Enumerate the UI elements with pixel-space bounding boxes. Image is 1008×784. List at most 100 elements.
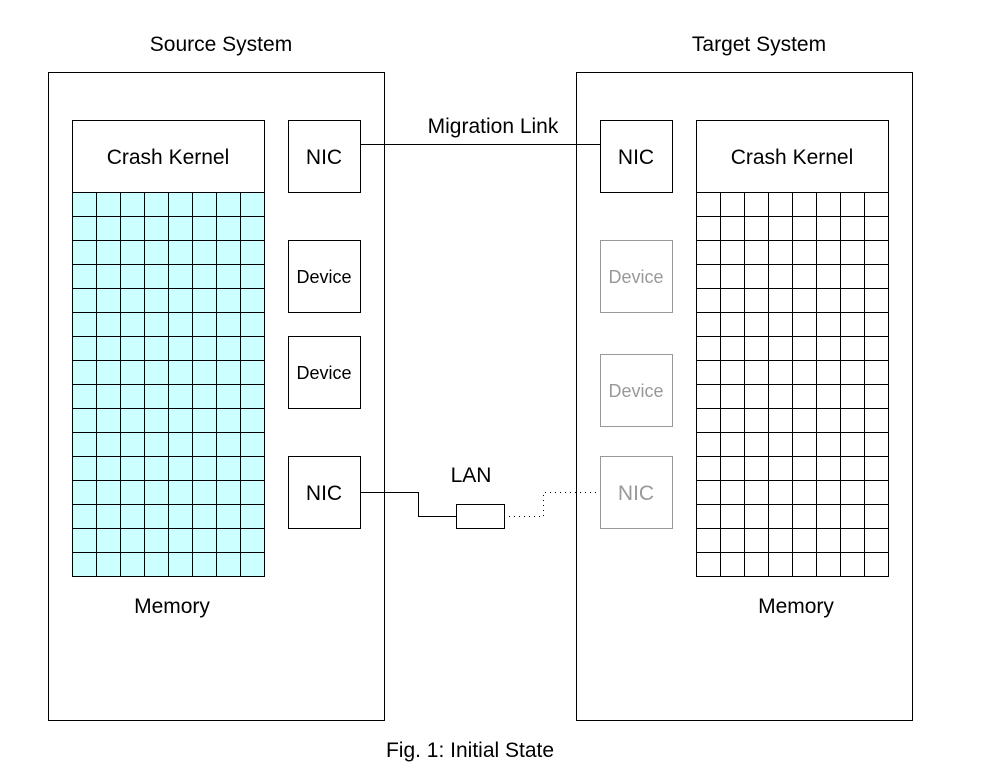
target-memory-page	[864, 288, 889, 313]
target-memory-page	[744, 528, 769, 553]
source-memory-page	[96, 240, 121, 265]
source-memory-page	[120, 336, 145, 361]
target-memory-page	[840, 504, 865, 529]
source-memory-page	[96, 504, 121, 529]
target-memory-page	[816, 192, 841, 217]
source-device-1	[288, 240, 361, 313]
source-memory-page	[240, 528, 265, 553]
source-memory-page	[120, 480, 145, 505]
target-memory-page	[768, 384, 793, 409]
target-memory-page	[840, 480, 865, 505]
source-memory-page	[144, 288, 169, 313]
target-memory-page	[864, 264, 889, 289]
target-memory-page	[840, 432, 865, 457]
target-memory-page	[864, 192, 889, 217]
target-memory-page	[864, 504, 889, 529]
source-memory-page	[240, 312, 265, 337]
target-memory-page	[768, 432, 793, 457]
source-memory-page	[72, 312, 97, 337]
source-memory-page	[168, 192, 193, 217]
target-memory-page	[768, 216, 793, 241]
target-memory-page	[864, 216, 889, 241]
target-memory-page	[840, 264, 865, 289]
source-crash-kernel-box	[72, 120, 265, 193]
target-nic-bottom-label: NIC	[618, 482, 654, 505]
source-memory-page	[168, 216, 193, 241]
source-memory-page	[168, 288, 193, 313]
target-memory-page	[768, 408, 793, 433]
target-memory-page	[768, 504, 793, 529]
source-memory-page	[96, 192, 121, 217]
source-memory-page	[72, 552, 97, 577]
target-device-2-label: Device	[608, 381, 663, 401]
source-memory-page	[168, 408, 193, 433]
source-memory-page	[72, 192, 97, 217]
source-memory-page	[144, 240, 169, 265]
source-memory-page	[168, 312, 193, 337]
target-memory-label: Memory	[758, 595, 834, 618]
target-memory-page	[840, 408, 865, 433]
source-memory-page	[168, 480, 193, 505]
target-memory-page	[840, 456, 865, 481]
source-memory-page	[192, 384, 217, 409]
source-memory-page	[120, 216, 145, 241]
source-memory-page	[168, 384, 193, 409]
source-memory-page	[144, 216, 169, 241]
target-memory-page	[792, 216, 817, 241]
target-memory-page	[744, 480, 769, 505]
source-memory-page	[192, 552, 217, 577]
source-memory-page	[240, 216, 265, 241]
target-memory-page	[816, 240, 841, 265]
source-memory-page	[240, 192, 265, 217]
target-memory-page	[768, 552, 793, 577]
target-memory-page	[720, 360, 745, 385]
source-memory-page	[120, 312, 145, 337]
source-memory-page	[96, 456, 121, 481]
target-memory-page	[720, 552, 745, 577]
source-memory-page	[216, 432, 241, 457]
target-memory-page	[840, 192, 865, 217]
source-memory-page	[240, 360, 265, 385]
lan-switch	[456, 504, 505, 529]
target-memory-page	[720, 504, 745, 529]
source-memory-page	[96, 264, 121, 289]
source-memory-page	[240, 336, 265, 361]
source-memory-page	[216, 264, 241, 289]
source-memory-page	[168, 456, 193, 481]
target-memory-page	[696, 360, 721, 385]
source-memory-page	[144, 192, 169, 217]
target-memory-page	[720, 480, 745, 505]
source-system-box	[48, 72, 385, 721]
source-memory-page	[192, 360, 217, 385]
source-memory-page	[96, 552, 121, 577]
source-memory-page	[240, 432, 265, 457]
target-memory-page	[816, 432, 841, 457]
target-memory-page	[864, 552, 889, 577]
source-memory-page	[192, 336, 217, 361]
target-memory-page	[744, 456, 769, 481]
source-memory-page	[96, 216, 121, 241]
target-memory-page	[720, 312, 745, 337]
source-memory-page	[168, 360, 193, 385]
target-crash-kernel-label: Crash Kernel	[731, 146, 854, 169]
source-memory-page	[72, 408, 97, 433]
target-memory-page	[792, 192, 817, 217]
target-memory-page	[744, 432, 769, 457]
target-memory-page	[720, 240, 745, 265]
target-system-title: Target System	[692, 33, 826, 56]
target-nic-top-label: NIC	[618, 146, 654, 169]
source-memory-page	[216, 480, 241, 505]
source-memory-page	[120, 360, 145, 385]
source-memory-page	[120, 432, 145, 457]
target-memory-page	[696, 336, 721, 361]
source-memory-grid	[72, 192, 265, 577]
target-memory-page	[816, 408, 841, 433]
target-memory-page	[816, 360, 841, 385]
target-memory-page	[696, 528, 721, 553]
lan-label: LAN	[451, 464, 492, 487]
source-memory-page	[192, 528, 217, 553]
source-memory-page	[120, 504, 145, 529]
source-memory-page	[120, 288, 145, 313]
source-memory-page	[192, 216, 217, 241]
source-memory-page	[144, 456, 169, 481]
